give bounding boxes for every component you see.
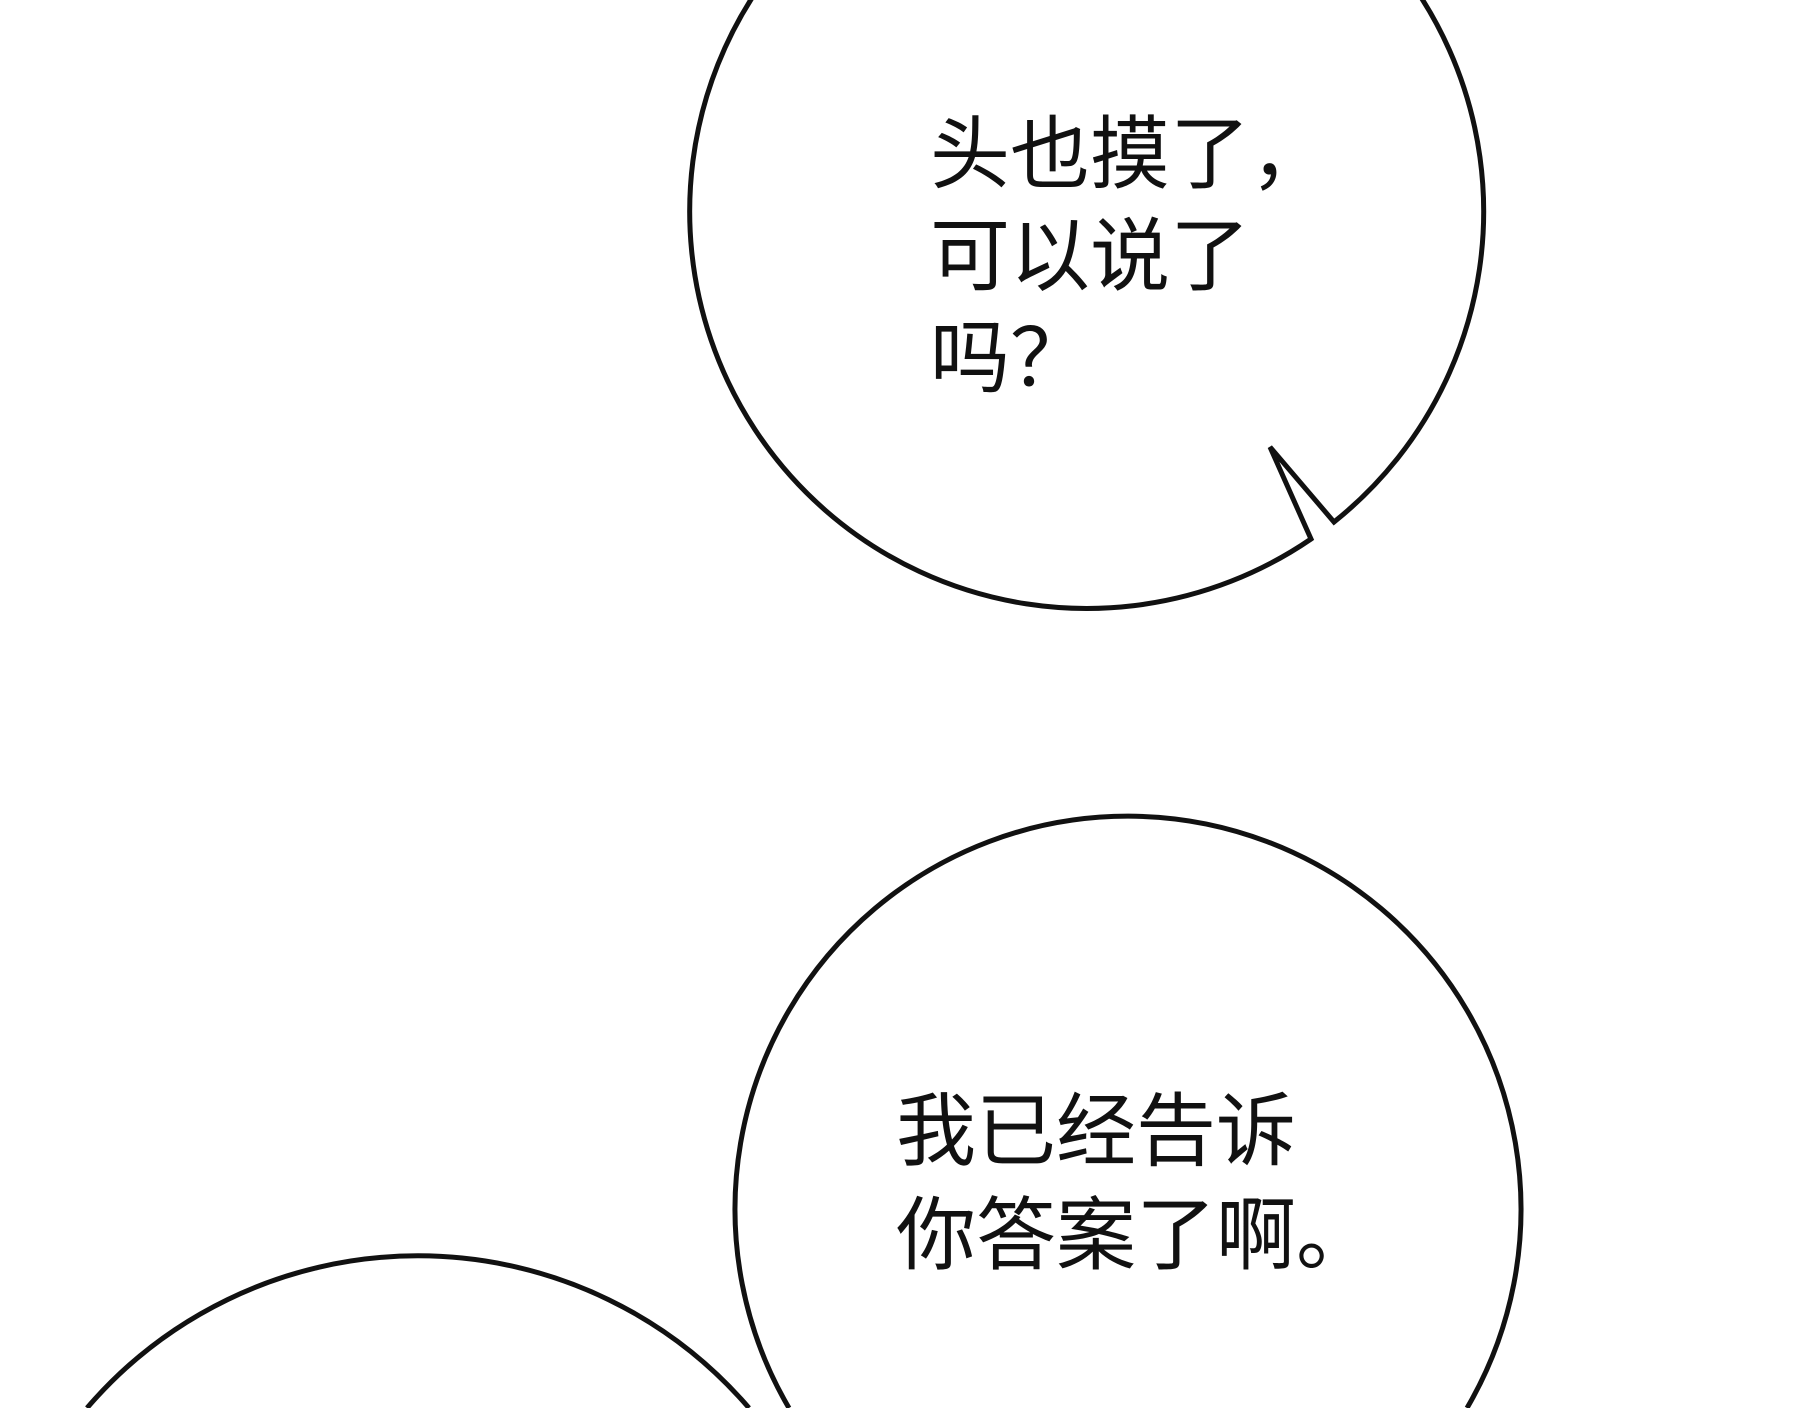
bubble-2-line-1: 我已经告诉 bbox=[896, 1085, 1296, 1178]
speech-bubble-2 bbox=[732, 813, 1524, 1408]
bubble-1-line-2: 可以说了 bbox=[930, 210, 1250, 303]
speech-bubble-3 bbox=[85, 1253, 751, 1408]
bubble-1-line-3: 吗？ bbox=[930, 312, 1090, 405]
bubble-1-line-1: 头也摸了， bbox=[930, 108, 1330, 201]
speech-bubble-1 bbox=[687, 0, 1487, 611]
bubble-2-line-2: 你答案了啊。 bbox=[896, 1189, 1376, 1282]
